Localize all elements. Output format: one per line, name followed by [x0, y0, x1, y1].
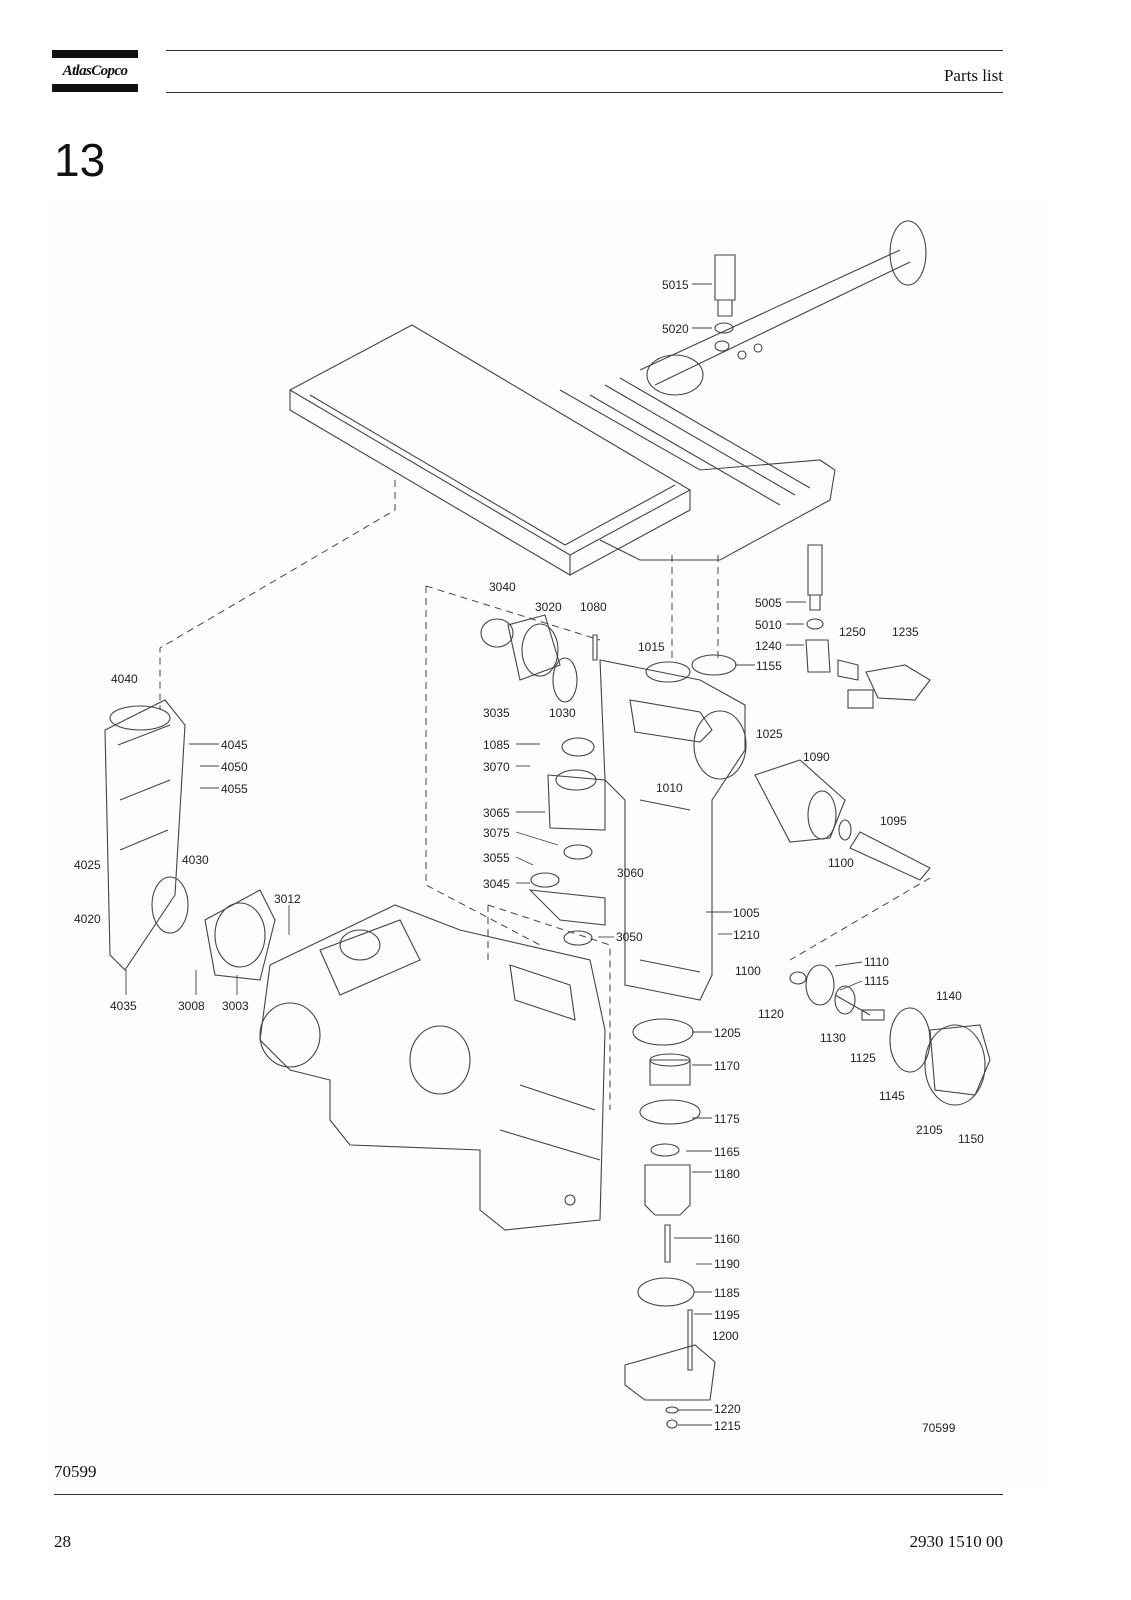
- callout-1205: 1205: [714, 1026, 741, 1040]
- callout-3040: 3040: [489, 580, 516, 594]
- assembly-guide-lines: [159, 480, 931, 1110]
- valve-parts-drawing: [789, 964, 991, 1106]
- callout-leaders: [125, 283, 863, 1426]
- callout-3035: 3035: [483, 706, 510, 720]
- callout-1210: 1210: [733, 928, 760, 942]
- callout-5020: 5020: [662, 322, 689, 336]
- callout-1100-b: 1100: [735, 964, 761, 978]
- callout-1080: 1080: [580, 600, 607, 614]
- callout-4030: 4030: [182, 853, 209, 867]
- callout-1170: 1170: [714, 1059, 740, 1073]
- callout-1195: 1195: [714, 1308, 740, 1322]
- callout-3060: 3060: [617, 866, 644, 880]
- callout-1085: 1085: [483, 738, 510, 752]
- callout-1100-a: 1100: [828, 856, 854, 870]
- callout-3065: 3065: [483, 806, 510, 820]
- header-bottom-rule: [166, 92, 1003, 93]
- callout-1200: 1200: [712, 1329, 739, 1343]
- callout-3008: 3008: [178, 999, 205, 1013]
- callout-3020: 3020: [535, 600, 562, 614]
- callout-1120: 1120: [758, 1007, 784, 1021]
- callout-1250: 1250: [839, 625, 866, 639]
- logo-bottom-bar: [52, 84, 138, 92]
- callout-1175: 1175: [714, 1112, 740, 1126]
- callout-1125: 1125: [850, 1051, 876, 1065]
- chapter-number: 13: [54, 134, 106, 186]
- callout-1220: 1220: [714, 1402, 741, 1416]
- callout-1115: 1115: [864, 974, 889, 988]
- callout-1030: 1030: [549, 706, 576, 720]
- atlas-copco-logo: AtlasCopco: [52, 50, 138, 92]
- figure-id: 70599: [54, 1462, 97, 1481]
- callout-4050: 4050: [221, 760, 248, 774]
- section-title: Parts list: [943, 66, 1003, 85]
- callout-1180: 1180: [714, 1167, 740, 1181]
- callout-1215: 1215: [714, 1419, 741, 1433]
- callout-3055: 3055: [483, 851, 510, 865]
- callout-3012: 3012: [274, 892, 301, 906]
- callout-2105: 2105: [916, 1123, 943, 1137]
- callout-1005: 1005: [733, 906, 760, 920]
- logo-top-bar: [52, 50, 138, 58]
- callout-3075: 3075: [483, 826, 510, 840]
- callout-3045: 3045: [483, 877, 510, 891]
- callout-1150: 1150: [958, 1132, 984, 1146]
- figure-id-inner: 70599: [922, 1421, 956, 1435]
- drain-stack-drawing: [624, 1018, 716, 1429]
- callout-5010: 5010: [755, 618, 782, 632]
- callout-3003: 3003: [222, 999, 249, 1013]
- callout-1015: 1015: [638, 640, 665, 654]
- callout-1130: 1130: [820, 1031, 846, 1045]
- callout-4040: 4040: [111, 672, 138, 686]
- callout-5015: 5015: [662, 278, 689, 292]
- callout-4025: 4025: [74, 858, 101, 872]
- document-number: 2930 1510 00: [909, 1532, 1004, 1551]
- main-housing-drawing: [599, 659, 931, 1001]
- callout-5005: 5005: [755, 596, 782, 610]
- cooler-assembly-drawing: [288, 220, 931, 709]
- callout-1240: 1240: [755, 639, 782, 653]
- exploded-parts-drawing: 5015 5020 3040 3020 1080 5005 5010 1250 …: [50, 200, 1050, 1490]
- callout-3070: 3070: [483, 760, 510, 774]
- compressor-block-drawing: [104, 699, 606, 1231]
- callout-1010: 1010: [656, 781, 683, 795]
- header-top-rule: [166, 50, 1003, 51]
- logo-wordmark: AtlasCopco: [62, 63, 128, 79]
- page-number: 28: [54, 1532, 71, 1551]
- callout-1190: 1190: [714, 1257, 740, 1271]
- callout-labels: 5015 5020 3040 3020 1080 5005 5010 1250 …: [74, 278, 984, 1435]
- callout-1140: 1140: [936, 989, 962, 1003]
- callout-1110: 1110: [864, 955, 889, 969]
- callout-1165: 1165: [714, 1145, 740, 1159]
- callout-1155: 1155: [756, 659, 782, 673]
- callout-4035: 4035: [110, 999, 137, 1013]
- footer-rule: [54, 1494, 1003, 1495]
- callout-4020: 4020: [74, 912, 101, 926]
- callout-4045: 4045: [221, 738, 248, 752]
- callout-1095: 1095: [880, 814, 907, 828]
- small-parts-drawing: [480, 614, 737, 946]
- callout-1145: 1145: [879, 1089, 905, 1103]
- callout-1160: 1160: [714, 1232, 740, 1246]
- callout-1025: 1025: [756, 727, 783, 741]
- callout-1235: 1235: [892, 625, 919, 639]
- callout-4055: 4055: [221, 782, 248, 796]
- callout-1185: 1185: [714, 1286, 740, 1300]
- callout-3050: 3050: [616, 930, 643, 944]
- callout-1090: 1090: [803, 750, 830, 764]
